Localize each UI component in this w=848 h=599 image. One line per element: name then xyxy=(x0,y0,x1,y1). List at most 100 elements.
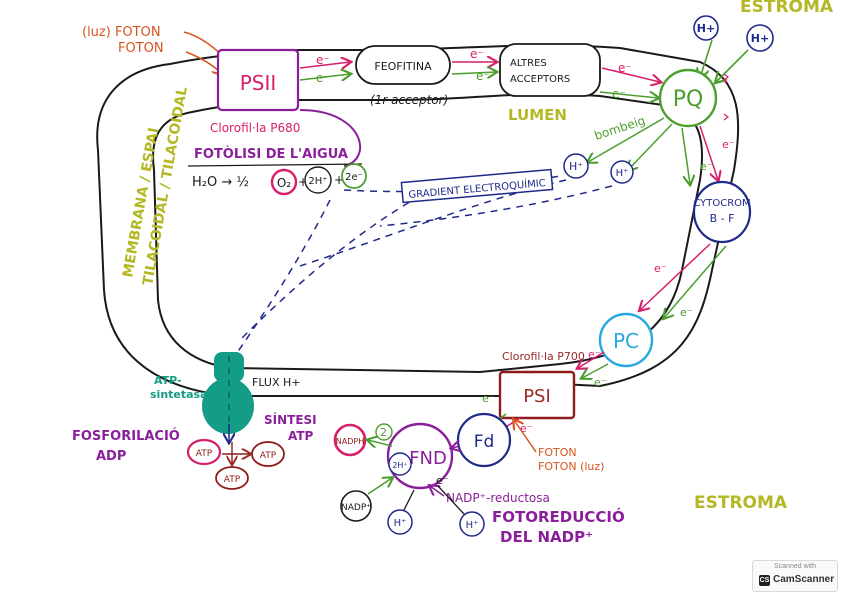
h-lumen-2-circle xyxy=(610,160,634,184)
foton-luz-top: (luz) FOTON xyxy=(82,25,161,40)
altres-line1: ALTRES xyxy=(510,58,547,69)
h-plus-top-1-circle xyxy=(693,15,719,41)
altres-line2: ACCEPTORS xyxy=(510,74,570,85)
two-e-label: 2e⁻ xyxy=(345,172,363,183)
h-top-arrow-2 xyxy=(716,49,749,82)
atp-1-label: ATP xyxy=(196,449,213,459)
two-sup-label: 2 xyxy=(380,426,387,439)
psi-label: PSI xyxy=(523,386,551,407)
atp-sintetasa-line1: ATP- xyxy=(154,374,182,387)
altres-acceptors-box xyxy=(499,43,601,97)
pq-circle xyxy=(658,68,718,128)
pq-to-cyto-arrow-2 xyxy=(699,125,718,180)
two-e-circle xyxy=(341,163,367,189)
first-acceptor-label: (1r acceptor) xyxy=(370,93,448,107)
e-feo-1: e⁻ xyxy=(470,47,484,61)
feo-to-altres-arrow-2 xyxy=(451,72,496,74)
membrane-inner-outline xyxy=(152,93,704,374)
nadph-label: NADPH xyxy=(336,437,364,446)
pq-label: PQ xyxy=(673,87,704,112)
cyto-line1: CYTOCROM xyxy=(693,198,750,209)
cyto-line2: B - F xyxy=(710,212,735,225)
clorofil-p680-label: Clorofil·la P680 xyxy=(210,121,300,135)
cyto-to-pc-arrow-2 xyxy=(664,245,727,318)
h-plus-top-2: H+ xyxy=(751,32,769,45)
e-pc-2: e⁻ xyxy=(680,306,693,319)
foton-bottom-2: FOTON (luz) xyxy=(538,460,604,473)
feofitina-label: FEOFITINA xyxy=(374,60,432,73)
atp-sintetasa-line2: sintetasa xyxy=(150,388,208,401)
pc-label: PC xyxy=(613,329,639,353)
psii-label: PSII xyxy=(240,71,277,95)
h-bot-1-circle xyxy=(387,509,413,535)
fnd-to-nadph-arrow xyxy=(368,440,393,446)
e-psi-1: e⁻ xyxy=(588,348,601,361)
fosforilacio-line1: FOSFORILACIÓ xyxy=(72,428,180,444)
sintesi-line1: SÍNTESI xyxy=(264,412,317,427)
h-top-arrow-1 xyxy=(700,39,713,78)
gradient-box xyxy=(400,168,554,204)
pc-to-psi-arrow-1 xyxy=(578,351,605,368)
e-psi-2: e⁻ xyxy=(594,376,607,389)
h-bot-arrow-1 xyxy=(403,489,415,511)
nadp-plus-label: NADP⁺ xyxy=(341,503,371,513)
fotolisi-underline xyxy=(187,163,363,167)
atp-synthase-head xyxy=(202,378,254,434)
altres-to-pq-arrow-2 xyxy=(599,92,658,98)
nadp-plus-circle xyxy=(340,490,372,522)
e-cyt-1: e⁻ xyxy=(722,138,735,151)
pq-zigzag xyxy=(723,73,729,121)
two-h-fnd-label: 2H⁺ xyxy=(392,461,407,470)
h-lumen-1: H⁺ xyxy=(569,160,583,173)
pq-to-lumen-arrow-2 xyxy=(628,123,673,170)
estroma-bottom-label: ESTROMA xyxy=(694,493,788,513)
fosforilacio-line2: ADP xyxy=(96,449,126,464)
nadp-reductosa-label: NADP⁺-reductosa xyxy=(446,491,550,505)
h-bot-2-circle xyxy=(459,511,485,537)
psii-to-feo-arrow-2 xyxy=(299,74,350,80)
pc-circle xyxy=(598,312,654,368)
camscanner-logo-icon: CS xyxy=(759,575,770,586)
e-psii-1: e⁻ xyxy=(316,53,330,67)
h-lumen-2: H⁺ xyxy=(616,168,629,179)
h-plus-top-1: H+ xyxy=(697,22,715,35)
o2-circle xyxy=(270,168,298,196)
gradient-dashed-4 xyxy=(379,185,613,227)
e-fd-2: e⁻ xyxy=(520,422,533,435)
psii-box xyxy=(216,48,300,112)
foton-bottom-arrow xyxy=(514,420,537,453)
fotolisi-label: FOTÒLISI DE L'AIGUA xyxy=(194,146,348,162)
fotoreduccio-line2: DEL NADP⁺ xyxy=(500,528,593,546)
e-fd-3: e⁻ xyxy=(436,474,449,487)
gradient-dashed-2 xyxy=(239,195,421,341)
psii-to-feo-arrow-1 xyxy=(299,62,350,68)
fd-label: Fd xyxy=(474,432,495,452)
atp-circle-1 xyxy=(186,438,222,466)
e-fd-1: e⁻ xyxy=(482,392,495,405)
p680-bracket xyxy=(299,109,362,167)
fotoreduccio-line1: FOTOREDUCCIÓ xyxy=(492,507,625,526)
water-equation: H₂O → ½ xyxy=(192,175,249,190)
e-alt-1: e⁻ xyxy=(618,61,632,75)
estroma-top-label: ESTROMA xyxy=(740,0,834,17)
gradient-dashed-1 xyxy=(231,199,331,361)
feofitina-box xyxy=(355,45,451,85)
e-pc-1: e⁻ xyxy=(654,262,667,275)
two-h-fnd-circle xyxy=(388,452,412,476)
two-h-label: 2H⁺ xyxy=(308,176,327,187)
h-bot-arrow-2 xyxy=(437,485,465,515)
foton-bottom-1: FOTON xyxy=(538,446,577,459)
camscanner-badge: Scanned with CS CamScanner xyxy=(752,560,838,592)
flux-h-label: FLUX H+ xyxy=(252,376,300,389)
psi-box xyxy=(498,370,576,420)
two-sup-circle xyxy=(375,423,393,441)
h-bot-2-label: H⁺ xyxy=(466,520,479,531)
altres-to-pq-arrow-1 xyxy=(601,67,660,82)
o2-label: O₂ xyxy=(277,176,291,190)
reductosa-arrow xyxy=(430,486,445,497)
atp-synthase-channel xyxy=(214,352,244,382)
plus-1: + xyxy=(298,175,308,189)
h-bot-1-label: H⁺ xyxy=(394,518,407,529)
two-h-circle xyxy=(304,166,332,194)
